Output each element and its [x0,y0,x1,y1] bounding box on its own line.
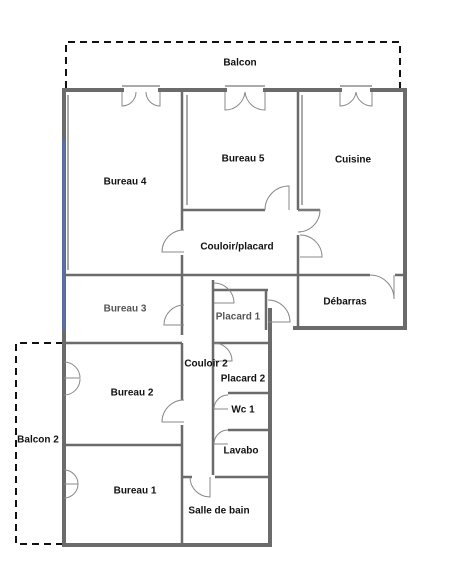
label-bureau2: Bureau 2 [110,387,154,399]
window-frames [67,85,372,270]
label-wc1: Wc 1 [231,404,255,416]
label-balcon2: Balcon 2 [17,434,59,446]
interior-walls [64,90,405,545]
label-bureau5: Bureau 5 [221,153,265,165]
label-cuisine: Cuisine [334,154,372,166]
balcony-top-outline [65,41,401,88]
label-couloir-placard: Couloir/placard [200,241,274,253]
label-couloir2: Couloir 2 [184,358,228,370]
label-placard1: Placard 1 [215,311,261,323]
label-bureau4: Bureau 4 [103,176,147,188]
label-balcon: Balcon [223,57,257,69]
label-bureau3: Bureau 3 [103,303,147,315]
label-debarras: Débarras [323,296,367,308]
label-placard2: Placard 2 [220,373,266,385]
door-swings [63,91,395,499]
balcony-outlines [15,41,401,545]
label-salle-de-bain: Salle de bain [188,505,250,517]
label-bureau1: Bureau 1 [113,485,157,497]
label-lavabo: Lavabo [223,445,259,457]
balcony-left-outline [15,342,63,545]
